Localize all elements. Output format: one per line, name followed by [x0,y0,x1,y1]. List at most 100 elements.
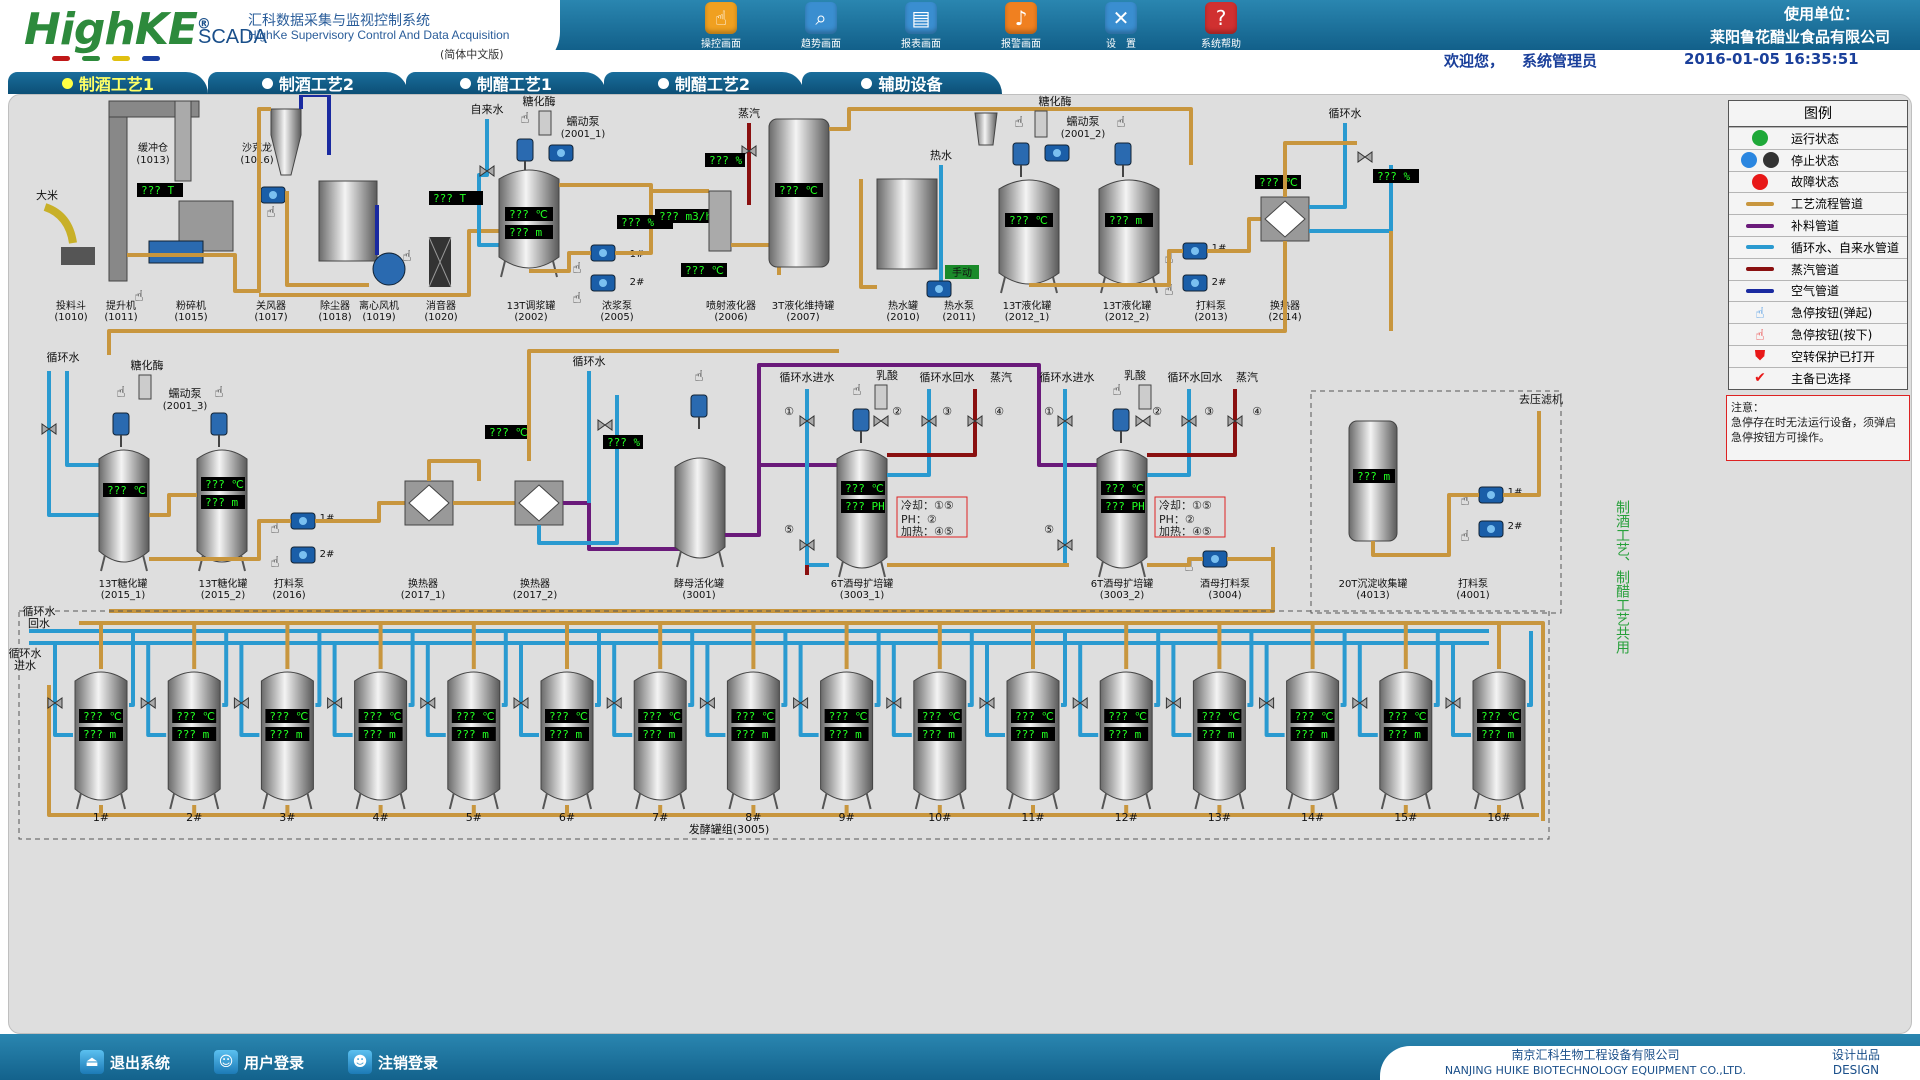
fermenter-temp-display-text: ??? ℃ [642,710,681,723]
valve-label-3b: ③ [1204,405,1214,418]
circ-water-label-1: 循环水 [1329,107,1362,120]
toolbar-btn-2[interactable]: ▤报表画面 [876,0,966,50]
tab-1[interactable]: 制酒工艺2 [208,72,408,94]
tank-leg [718,550,724,568]
tab-0[interactable]: 制酒工艺1 [8,72,208,94]
pump-impeller [1053,149,1061,157]
liquefaction-tank-2012-2 [1098,179,1160,285]
shared-equipment-area [1310,390,1562,614]
equipment-label-(3001): 酵母活化罐 [674,577,724,590]
equipment-label-(2015_2): 13T糖化罐 [199,577,248,590]
equipment-label-(1017): 关风器 [256,299,286,312]
fermenter-water-in [239,643,260,737]
fermenter-temp-display-text: ??? ℃ [176,710,215,723]
sacc1-agitator-icon [112,412,130,436]
hx2014-temp-display [1255,175,1301,189]
tank-leg [1518,792,1524,810]
legend-label: 空转保护已打开 [1791,349,1876,364]
toolbar-btn-0[interactable]: ☝操控画面 [676,0,766,50]
toolbar-btn-4[interactable]: ✕设 置 [1076,0,1166,50]
footer-btn-label: 退出系统 [110,1053,171,1072]
user-login-icon: ☺ [214,1050,238,1074]
toolbar-btn-label: 操控画面 [701,39,741,50]
mash-temp-display [505,207,553,221]
transfer-2-estop-icon: ☝ [1164,281,1173,299]
fermenter-level-display [1104,727,1149,741]
fermenter-water-in [891,643,912,737]
footer-btn-0[interactable]: ⏏退出系统 [80,1048,170,1076]
fermenter-level-display [917,727,962,741]
buffer-level-display [137,183,183,197]
tab-status-dot-icon [657,77,669,89]
legend-label: 运行状态 [1791,131,1840,146]
fermenter-temp-display-text: ??? ℃ [829,710,868,723]
equipment-label-(1010): 投料斗 [56,299,86,312]
fermenter-level-display-text: ??? m [1201,728,1234,741]
hx2017-temp-display [485,425,531,439]
fermenter-temp-display-text: ??? ℃ [456,710,495,723]
process-panel: 大米缓冲仓(1013)??? T☝投料斗(1010)提升机(1011)粉碎机(1… [8,94,1912,1034]
seed2-note-heat: 加热：④⑤ [1159,525,1212,538]
tab-3[interactable]: 制醋工艺2 [604,72,804,94]
tab-status-dot-icon [261,77,273,89]
jet-temp-display-text: ??? ℃ [685,264,724,277]
legend-row: ✔主备已选择 [1729,366,1907,389]
fermenter-level-display-text: ??? m [1295,728,1328,741]
tab-2[interactable]: 制醋工艺1 [406,72,606,94]
mash-estop-icon: ☝ [520,109,529,127]
pump-impeller [1191,279,1199,287]
fermenter-level-display [1383,727,1428,741]
grinder-motor-icon [148,240,204,264]
equipment-id-(2011): (2011) [942,312,975,323]
toolbar-btn-5[interactable]: ?系统帮助 [1176,0,1266,50]
header-logo-area: HighKE® SCADA 汇科数据采集与监视控制系统 HighKe Super… [0,0,560,70]
legend-label: 停止状态 [1791,153,1840,168]
seed2-ph-display [1101,499,1145,513]
fermenter-valve [1165,697,1181,709]
seed1-valve-1 [799,415,815,427]
tab-label: 制醋工艺1 [476,75,553,94]
enzyme-tank-3-icon [138,374,152,400]
system-version: (简体中文版) [440,48,504,61]
tank-leg [448,792,455,810]
logout-icon: ☻ [348,1050,372,1074]
slurry-pump-2-label: 2# [630,277,645,288]
footer-btn-1[interactable]: ☺用户登录 [214,1048,304,1076]
toolbar-btn-1[interactable]: ⌕趋势画面 [776,0,866,50]
tab-label: 辅助设备 [878,75,943,94]
tank-leg [1098,560,1104,578]
circ-water-label-2: 循环水 [47,351,80,364]
liquefaction-out [1029,249,1183,287]
fermenter-level-display [1011,727,1055,741]
dust-collector-icon [318,180,378,262]
fermenter-water-in [798,643,819,737]
toolbar-btn-3[interactable]: ♪报警画面 [976,0,1066,50]
fermenter-label-14#: 14# [1301,811,1324,824]
tank-leg [1194,792,1201,810]
slurry-pump-1-estop-icon: ☝ [572,259,581,277]
valve-label-1: ① [784,405,794,418]
equipment-id-(2012_1): (2012_1) [1005,312,1050,323]
steam-label-3: 蒸汽 [1236,370,1258,384]
fermenter-valve [699,697,715,709]
footer-btn-2[interactable]: ☻注销登录 [348,1048,438,1076]
footer-design: 设计出品 DESIGN [1832,1048,1880,1078]
airlock-estop-icon: ☝ [266,203,275,221]
buffer-bin-label: (1013) [136,155,169,166]
transfer-2016-2-label: 2# [320,549,335,560]
current-time: 16:35:51 [1784,50,1859,68]
fermenter-water-in [53,643,73,737]
slurry-flow-display-text: ??? m3/h [659,210,712,223]
equipment-label-(2010): 热水罐 [888,299,918,312]
equipment-id-(4001): (4001) [1456,590,1489,601]
equipment-label-(1011): 提升机 [106,299,136,312]
welcome-text: 欢迎您， [1444,52,1505,70]
equipment-label-(3004): 酒母打料泵 [1200,577,1250,590]
fermenter-level-display [451,727,496,741]
sacc2-estop-icon: ☝ [214,383,223,401]
fermenter-water-in [425,643,446,737]
tab-4[interactable]: 辅助设备 [802,72,1002,94]
fermenter-water-out [1340,631,1347,707]
legend-row: 故障状态 [1729,170,1907,193]
hot-water-label: 热水 [930,149,952,162]
